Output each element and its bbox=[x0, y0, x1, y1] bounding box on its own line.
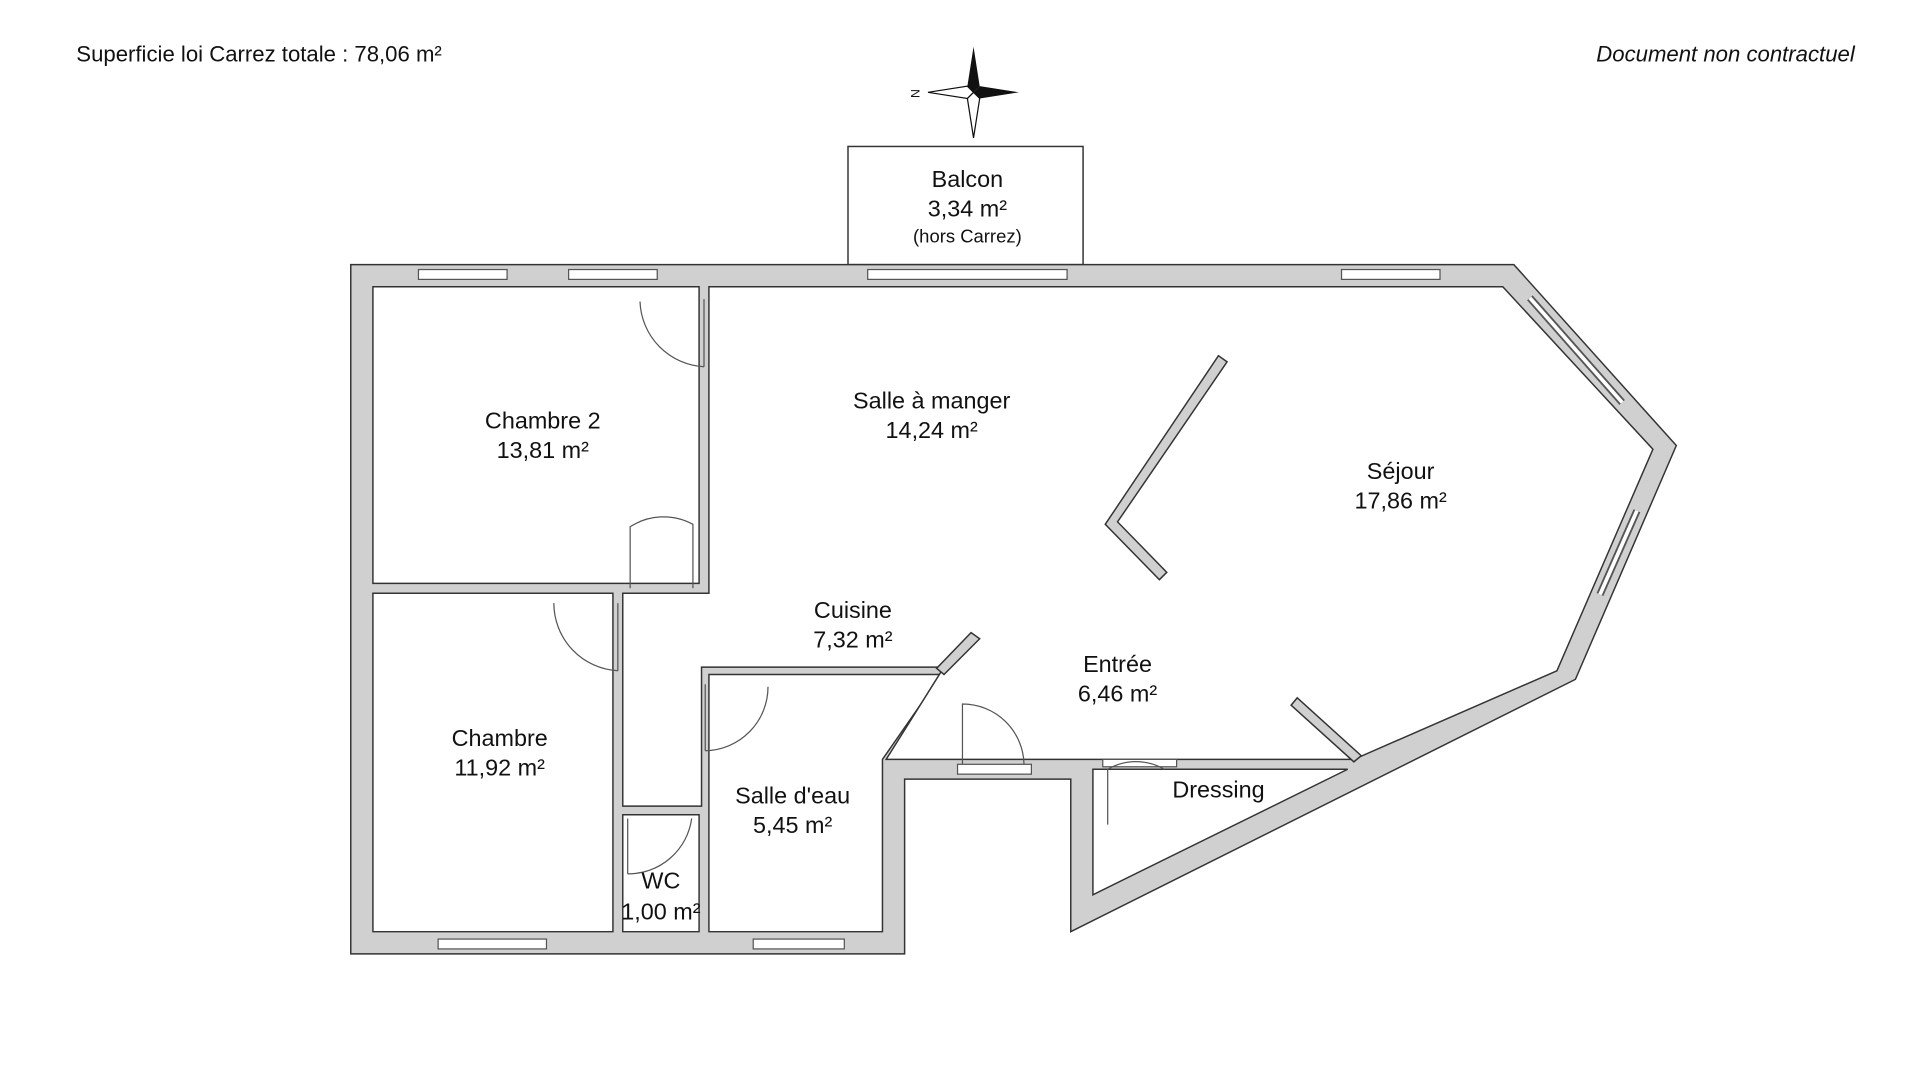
balcon-note: (hors Carrez) bbox=[913, 225, 1022, 246]
sejour-area: 17,86 m² bbox=[1354, 487, 1446, 513]
total-area: Superficie loi Carrez totale : 78,06 m² bbox=[76, 42, 441, 67]
room-wc bbox=[622, 814, 700, 933]
cuisine-name: Cuisine bbox=[814, 597, 892, 623]
windows bbox=[417, 268, 1641, 950]
wc-area: 1,00 m² bbox=[621, 898, 700, 924]
room-chambre-2 bbox=[372, 286, 700, 585]
room-dressing bbox=[1092, 768, 1349, 896]
doors bbox=[553, 299, 1165, 875]
compass-icon: N bbox=[908, 46, 1020, 138]
salle-eau-name: Salle d'eau bbox=[735, 783, 850, 809]
room-salle-eau bbox=[708, 673, 943, 933]
balcon-name: Balcon bbox=[932, 166, 1003, 192]
salle-manger-name: Salle à manger bbox=[853, 388, 1010, 414]
dressing-name: Dressing bbox=[1172, 777, 1264, 803]
chambre2-area: 13,81 m² bbox=[497, 437, 589, 463]
sejour-name: Séjour bbox=[1367, 458, 1435, 484]
salle-eau-area: 5,45 m² bbox=[753, 812, 832, 838]
room-labels: Balcon 3,34 m² (hors Carrez) Chambre 2 1… bbox=[452, 166, 1447, 924]
cuisine-area: 7,32 m² bbox=[813, 626, 892, 652]
balcon-area: 3,34 m² bbox=[928, 196, 1007, 222]
chambre-name: Chambre bbox=[452, 725, 548, 751]
salle-manger-area: 14,24 m² bbox=[886, 417, 978, 443]
compass-north-label: N bbox=[908, 89, 922, 98]
disclaimer: Document non contractuel bbox=[1596, 42, 1856, 67]
balcon bbox=[847, 145, 1084, 266]
wc-name: WC bbox=[641, 868, 680, 894]
entree-area: 6,46 m² bbox=[1078, 681, 1157, 707]
entree-name: Entrée bbox=[1083, 651, 1152, 677]
room-chambre bbox=[372, 592, 614, 933]
chambre-area: 11,92 m² bbox=[454, 754, 545, 780]
chambre2-name: Chambre 2 bbox=[485, 407, 601, 433]
interior-walls bbox=[935, 354, 1363, 763]
